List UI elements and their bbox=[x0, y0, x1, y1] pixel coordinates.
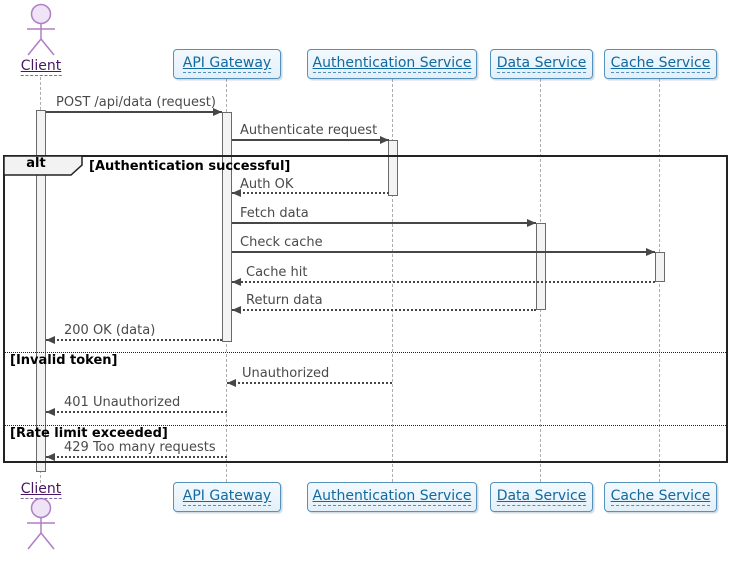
participant-label: API Gateway bbox=[182, 488, 272, 506]
participant-label: Data Service bbox=[496, 55, 587, 73]
arrowhead-icon bbox=[232, 189, 241, 197]
actor-icon-bottom bbox=[23, 497, 59, 555]
arrowhead-icon bbox=[646, 248, 655, 256]
actor-label-client-top[interactable]: Client bbox=[20, 58, 62, 76]
message-line bbox=[232, 251, 655, 253]
participant-label: Data Service bbox=[496, 488, 587, 506]
message-line bbox=[46, 111, 222, 113]
message-line bbox=[46, 339, 222, 341]
participant-cache-service-top[interactable]: Cache Service bbox=[604, 49, 717, 79]
message-label: Fetch data bbox=[240, 206, 309, 221]
arrowhead-icon bbox=[232, 306, 241, 314]
fragment-divider bbox=[5, 425, 726, 426]
participant-label: Cache Service bbox=[610, 488, 711, 506]
message-line bbox=[232, 139, 389, 141]
message-label: Unauthorized bbox=[242, 366, 330, 381]
participant-label: Authentication Service bbox=[312, 488, 472, 506]
activation-data-service bbox=[536, 223, 546, 310]
participant-label: Authentication Service bbox=[312, 55, 472, 73]
message-line bbox=[232, 192, 389, 194]
message-label: Auth OK bbox=[240, 177, 294, 192]
message-line bbox=[227, 382, 392, 384]
message-line bbox=[46, 411, 227, 413]
activation-authentication-service bbox=[388, 140, 398, 196]
actor-label-client-bottom[interactable]: Client bbox=[20, 481, 62, 499]
message-label: Check cache bbox=[240, 235, 323, 250]
actor-icon-top bbox=[23, 3, 59, 61]
message-label: Authenticate request bbox=[240, 123, 378, 138]
arrowhead-icon bbox=[232, 278, 241, 286]
arrowhead-icon bbox=[46, 336, 55, 344]
arrowhead-icon bbox=[46, 453, 55, 461]
message-label: 200 OK (data) bbox=[64, 323, 156, 338]
activation-client bbox=[36, 110, 46, 472]
arrowhead-icon bbox=[227, 379, 236, 387]
message-line bbox=[232, 281, 655, 283]
message-label: 429 Too many requests bbox=[64, 440, 216, 455]
activation-cache-service bbox=[655, 252, 665, 282]
participant-data-service-bottom[interactable]: Data Service bbox=[490, 482, 593, 512]
message-label: Return data bbox=[246, 293, 323, 308]
fragment-divider bbox=[5, 352, 726, 353]
participant-api-gateway-top[interactable]: API Gateway bbox=[173, 49, 281, 79]
message-label: Cache hit bbox=[246, 265, 308, 280]
arrowhead-icon bbox=[527, 219, 536, 227]
arrowhead-icon bbox=[380, 136, 389, 144]
activation-api-gateway bbox=[222, 112, 232, 342]
guard-authentication-successful: [Authentication successful] bbox=[89, 159, 291, 174]
alt-operator-label: alt bbox=[26, 156, 46, 171]
participant-authentication-service-top[interactable]: Authentication Service bbox=[307, 49, 477, 79]
arrowhead-icon bbox=[213, 108, 222, 116]
alt-operator-tab: alt bbox=[3, 155, 83, 176]
participant-cache-service-bottom[interactable]: Cache Service bbox=[604, 482, 717, 512]
guard-rate-limit-exceeded: [Rate limit exceeded] bbox=[10, 426, 168, 441]
arrowhead-icon bbox=[46, 408, 55, 416]
participant-api-gateway-bottom[interactable]: API Gateway bbox=[173, 482, 281, 512]
participant-label: Cache Service bbox=[610, 55, 711, 73]
participant-authentication-service-bottom[interactable]: Authentication Service bbox=[307, 482, 477, 512]
message-label: 401 Unauthorized bbox=[64, 395, 181, 410]
lifeline-authentication-service bbox=[392, 79, 393, 482]
participant-label: API Gateway bbox=[182, 55, 272, 73]
message-line bbox=[232, 222, 536, 224]
message-label: POST /api/data (request) bbox=[56, 95, 216, 110]
guard-invalid-token: [Invalid token] bbox=[10, 353, 118, 368]
alt-fragment: alt [Authentication successful] [Invalid… bbox=[3, 155, 728, 463]
participant-data-service-top[interactable]: Data Service bbox=[490, 49, 593, 79]
message-line bbox=[232, 309, 536, 311]
message-line bbox=[46, 456, 227, 458]
